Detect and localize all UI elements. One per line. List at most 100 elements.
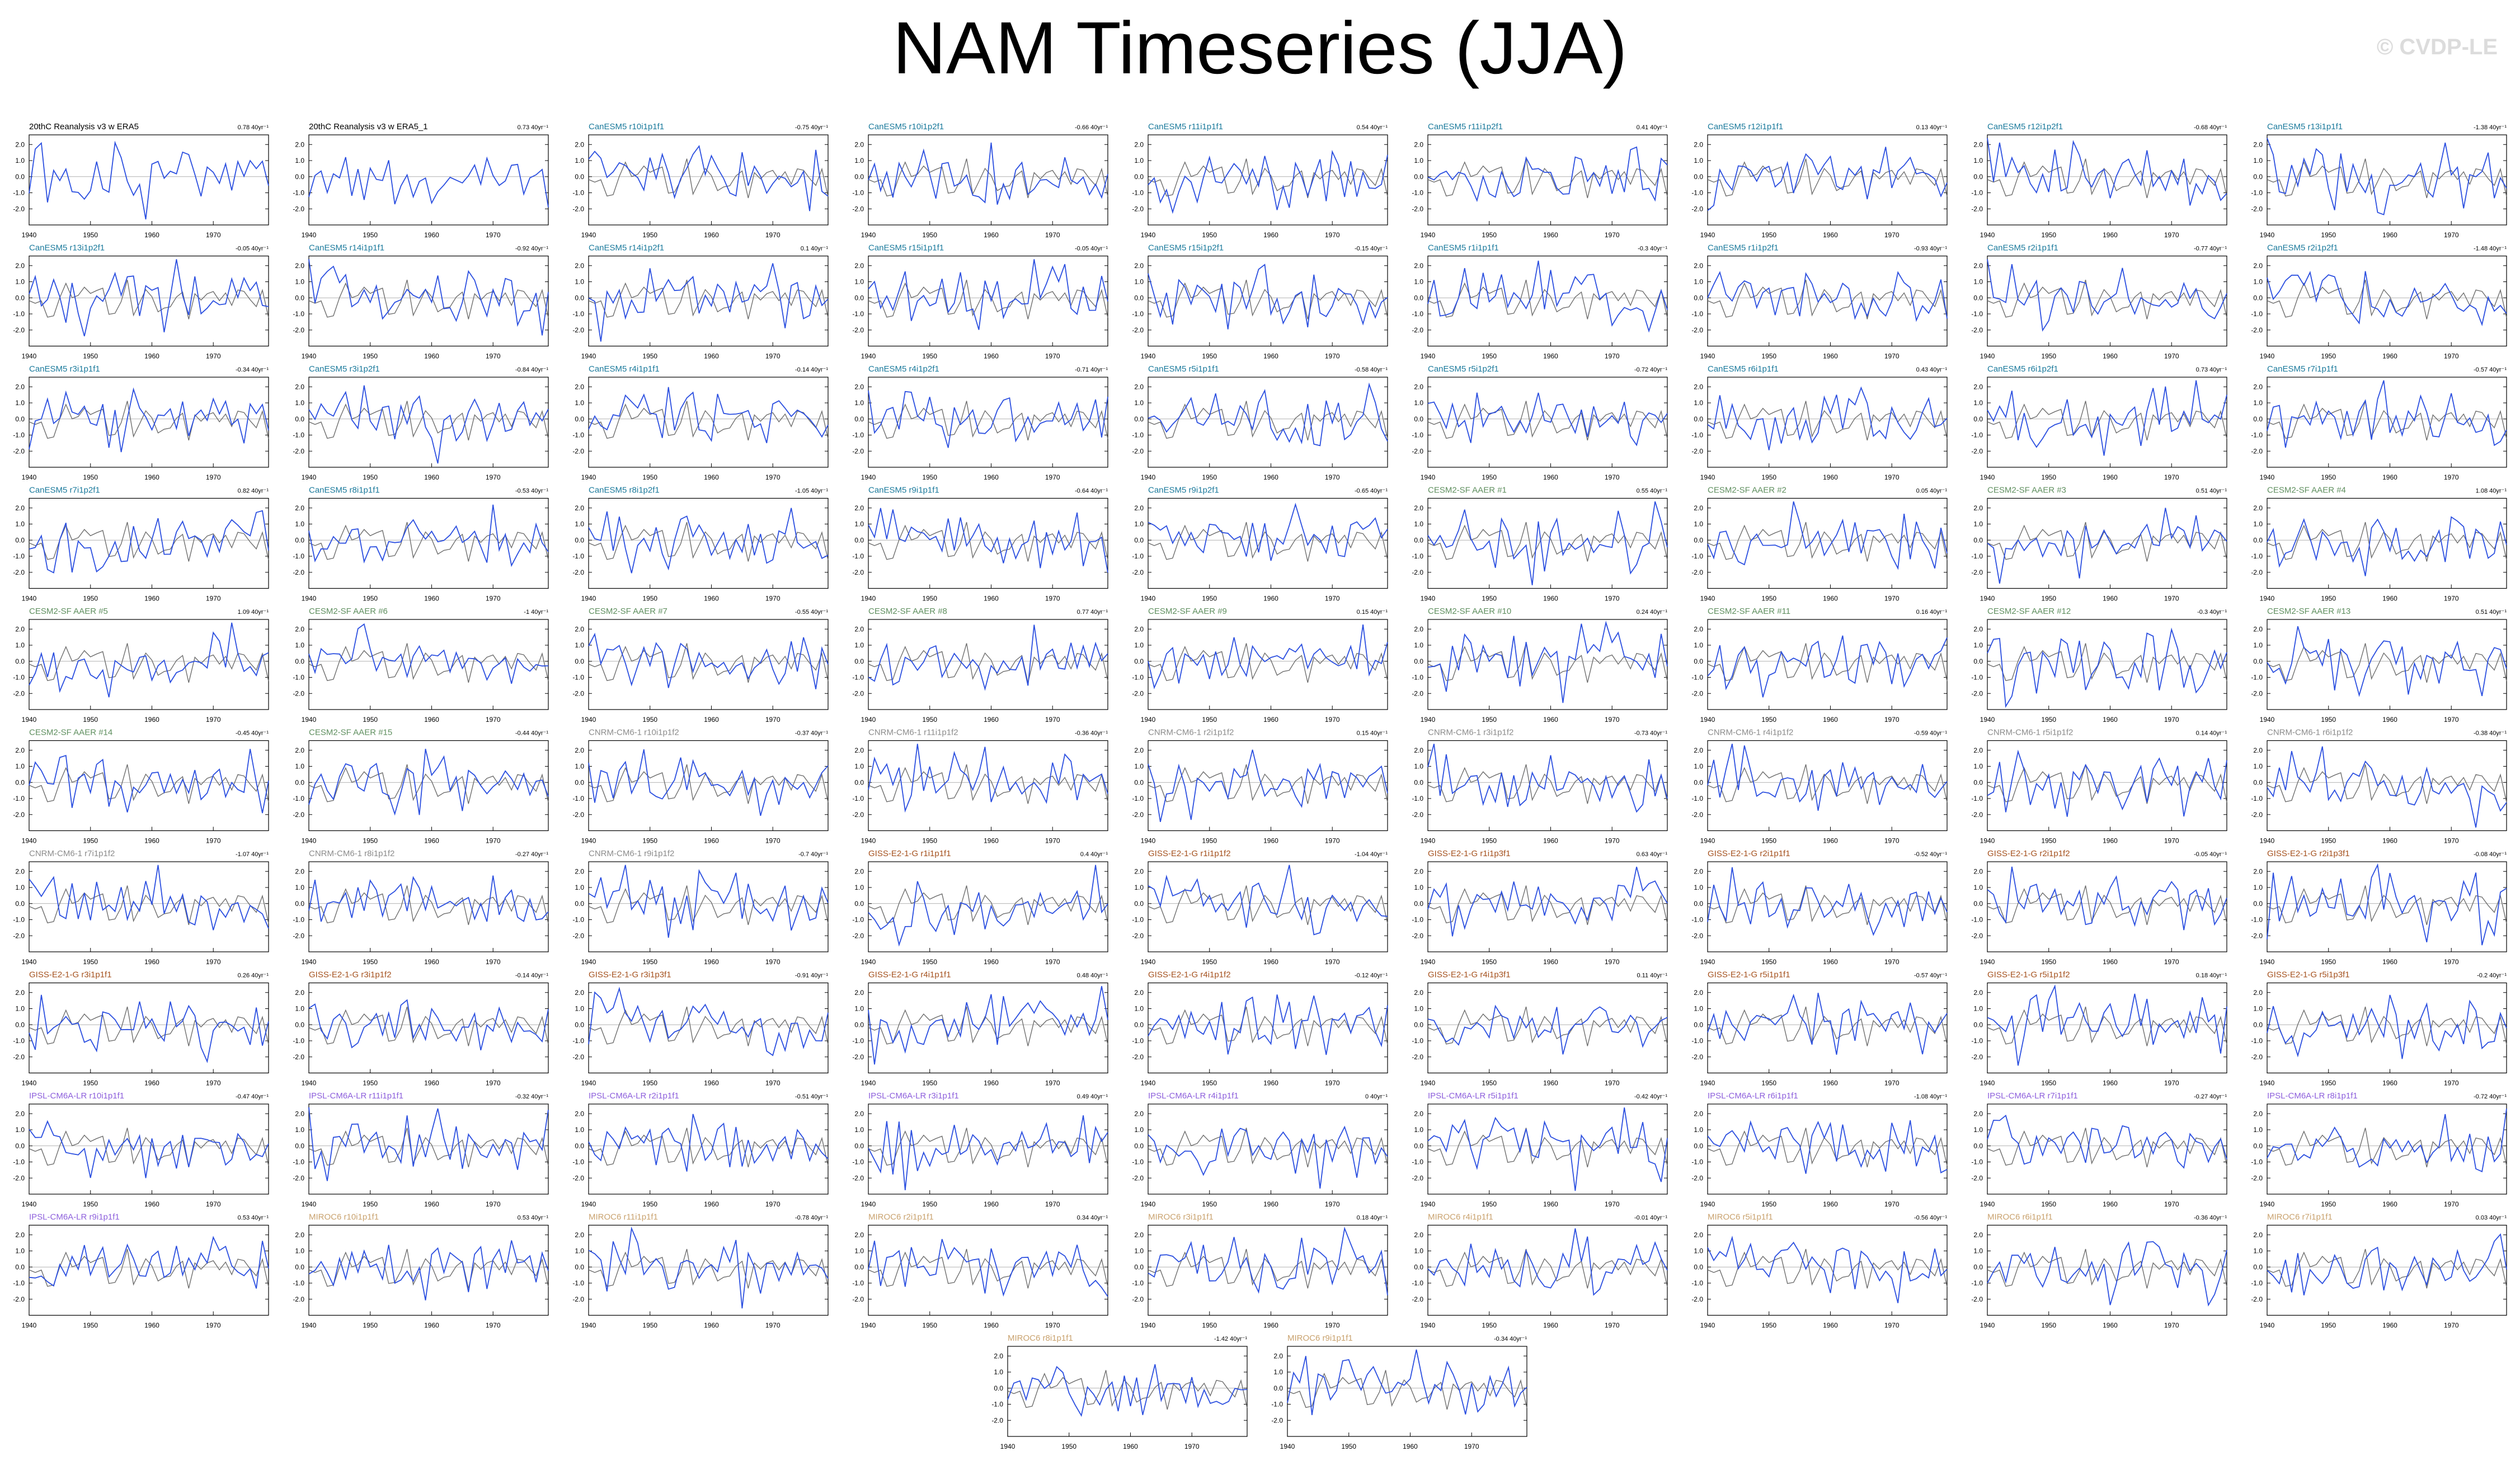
panel: MIROC6 r5i1p1f1-0.56 40yr⁻¹-2.0-1.00.01.… (1691, 1213, 1948, 1330)
trend-label: -0.14 40yr⁻¹ (515, 973, 548, 979)
panel: CanESM5 r15i1p2f1-0.15 40yr⁻¹-2.0-1.00.0… (1132, 243, 1388, 360)
y-tick-label: -2.0 (293, 1174, 304, 1182)
panel: CanESM5 r5i1p1f1-0.58 40yr⁻¹-2.0-1.00.01… (1132, 364, 1388, 481)
x-tick-label: 1940 (1980, 1079, 1995, 1087)
x-tick-label: 1960 (704, 837, 719, 845)
x-tick-label: 1950 (363, 716, 378, 724)
x-tick-label: 1950 (642, 1200, 657, 1208)
y-tick-label: 2.0 (1973, 989, 1983, 997)
y-tick-label: 1.0 (2253, 278, 2263, 286)
x-tick-label: 1940 (1980, 353, 1995, 360)
y-tick-label: 0.0 (1973, 536, 1983, 544)
member-series-line (1148, 382, 1388, 447)
x-tick-label: 1960 (2382, 595, 2397, 603)
y-tick-label: -2.0 (1691, 1174, 1703, 1182)
panel-title: 20thC Reanalysis v3 w ERA5 (29, 122, 139, 131)
trend-label: 0.55 40yr⁻¹ (1637, 488, 1668, 495)
y-tick-label: 0.0 (1973, 415, 1983, 423)
x-tick-label: 1960 (1263, 473, 1278, 481)
y-tick-label: -1.0 (2251, 1279, 2263, 1287)
y-tick-label: 1.0 (854, 884, 864, 891)
reference-series-line (868, 1006, 1108, 1046)
member-series-line (1707, 386, 1948, 450)
plot-frame (1707, 255, 1948, 347)
member-series-line (2267, 138, 2507, 215)
y-tick-label: -1.0 (293, 674, 304, 682)
x-tick-label: 1950 (2321, 958, 2336, 966)
x-tick-label: 1960 (2382, 958, 2397, 966)
y-tick-label: 1.0 (1973, 278, 1983, 286)
x-tick-label: 1950 (1482, 595, 1497, 603)
plot-frame (308, 134, 549, 226)
x-tick-label: 1970 (486, 1079, 501, 1087)
plot-frame (1148, 619, 1388, 710)
y-tick-label: 0.0 (15, 778, 25, 786)
panel: MIROC6 r8i1p1f1-1.42 40yr⁻¹-2.0-1.00.01.… (991, 1333, 1248, 1450)
trend-label: -0.14 40yr⁻¹ (795, 367, 828, 373)
x-tick-label: 1950 (363, 353, 378, 360)
plot-frame (308, 1224, 549, 1316)
panel-title: CanESM5 r10i1p1f1 (589, 122, 664, 131)
x-tick-label: 1960 (424, 1079, 439, 1087)
plot-frame (868, 740, 1108, 832)
x-tick-label: 1970 (2164, 716, 2179, 724)
x-tick-label: 1970 (1045, 231, 1060, 239)
y-tick-label: 0.0 (575, 536, 584, 544)
member-series-line (2267, 1233, 2507, 1296)
y-tick-label: 0.0 (1134, 1263, 1144, 1271)
panel-title: CESM2-SF AAER #13 (2267, 607, 2350, 616)
member-series-line (2267, 1108, 2507, 1172)
x-tick-label: 1950 (1761, 1200, 1776, 1208)
x-tick-label: 1960 (1543, 716, 1558, 724)
x-tick-label: 1940 (2260, 837, 2275, 845)
y-tick-label: 0.0 (1694, 1142, 1703, 1150)
y-tick-label: 0.0 (1414, 778, 1423, 786)
y-tick-label: 0.0 (1134, 1021, 1144, 1028)
x-tick-label: 1960 (704, 1079, 719, 1087)
y-tick-label: 0.0 (1973, 900, 1983, 908)
y-tick-label: 0.0 (295, 536, 304, 544)
x-tick-label: 1960 (424, 1200, 439, 1208)
y-tick-label: -2.0 (1132, 1174, 1144, 1182)
panel-title: CanESM5 r13i1p1f1 (2267, 122, 2343, 131)
member-series-line (2267, 626, 2507, 697)
x-tick-label: 1960 (2382, 716, 2397, 724)
trend-label: -0.91 40yr⁻¹ (795, 973, 828, 979)
plot-frame (29, 1224, 269, 1316)
panel: CanESM5 r14i1p1f1-0.92 40yr⁻¹-2.0-1.00.0… (293, 243, 549, 360)
plot-frame (1427, 255, 1668, 347)
x-tick-label: 1970 (486, 353, 501, 360)
y-tick-label: -2.0 (13, 569, 25, 576)
member-series-line (588, 508, 829, 574)
x-tick-label: 1950 (1761, 716, 1776, 724)
y-tick-label: 0.0 (1414, 294, 1423, 302)
member-series-line (1148, 994, 1388, 1055)
panel-title: IPSL-CM6A-LR r8i1p1f1 (2267, 1091, 2358, 1101)
x-tick-label: 1950 (363, 958, 378, 966)
panel-title: GISS-E2-1-G r1i1p1f2 (1148, 849, 1231, 858)
plot-frame (1148, 377, 1388, 468)
member-series-line (1148, 264, 1388, 330)
x-tick-label: 1950 (2041, 353, 2056, 360)
y-tick-label: 1.0 (1414, 1247, 1423, 1255)
reference-series-line (868, 1248, 1108, 1289)
x-tick-label: 1940 (861, 1322, 876, 1330)
trend-label: -1.08 40yr⁻¹ (1914, 1093, 1947, 1100)
y-tick-label: -1.0 (13, 795, 25, 802)
y-tick-label: 2.0 (15, 262, 25, 270)
x-tick-label: 1960 (984, 473, 999, 481)
x-tick-label: 1940 (1421, 1322, 1436, 1330)
x-tick-label: 1960 (2382, 1079, 2397, 1087)
y-tick-label: 2.0 (1414, 989, 1423, 997)
member-series-line (2267, 994, 2507, 1059)
x-tick-label: 1970 (1045, 1322, 1060, 1330)
trend-label: 0.24 40yr⁻¹ (1637, 609, 1668, 616)
y-tick-label: -1.0 (2251, 431, 2263, 439)
y-tick-label: 2.0 (1414, 140, 1423, 148)
x-tick-label: 1940 (861, 595, 876, 603)
member-series-line (1987, 627, 2227, 708)
y-tick-label: -2.0 (572, 326, 584, 334)
trend-label: -0.72 40yr⁻¹ (2474, 1093, 2507, 1100)
x-tick-label: 1950 (1202, 595, 1217, 603)
